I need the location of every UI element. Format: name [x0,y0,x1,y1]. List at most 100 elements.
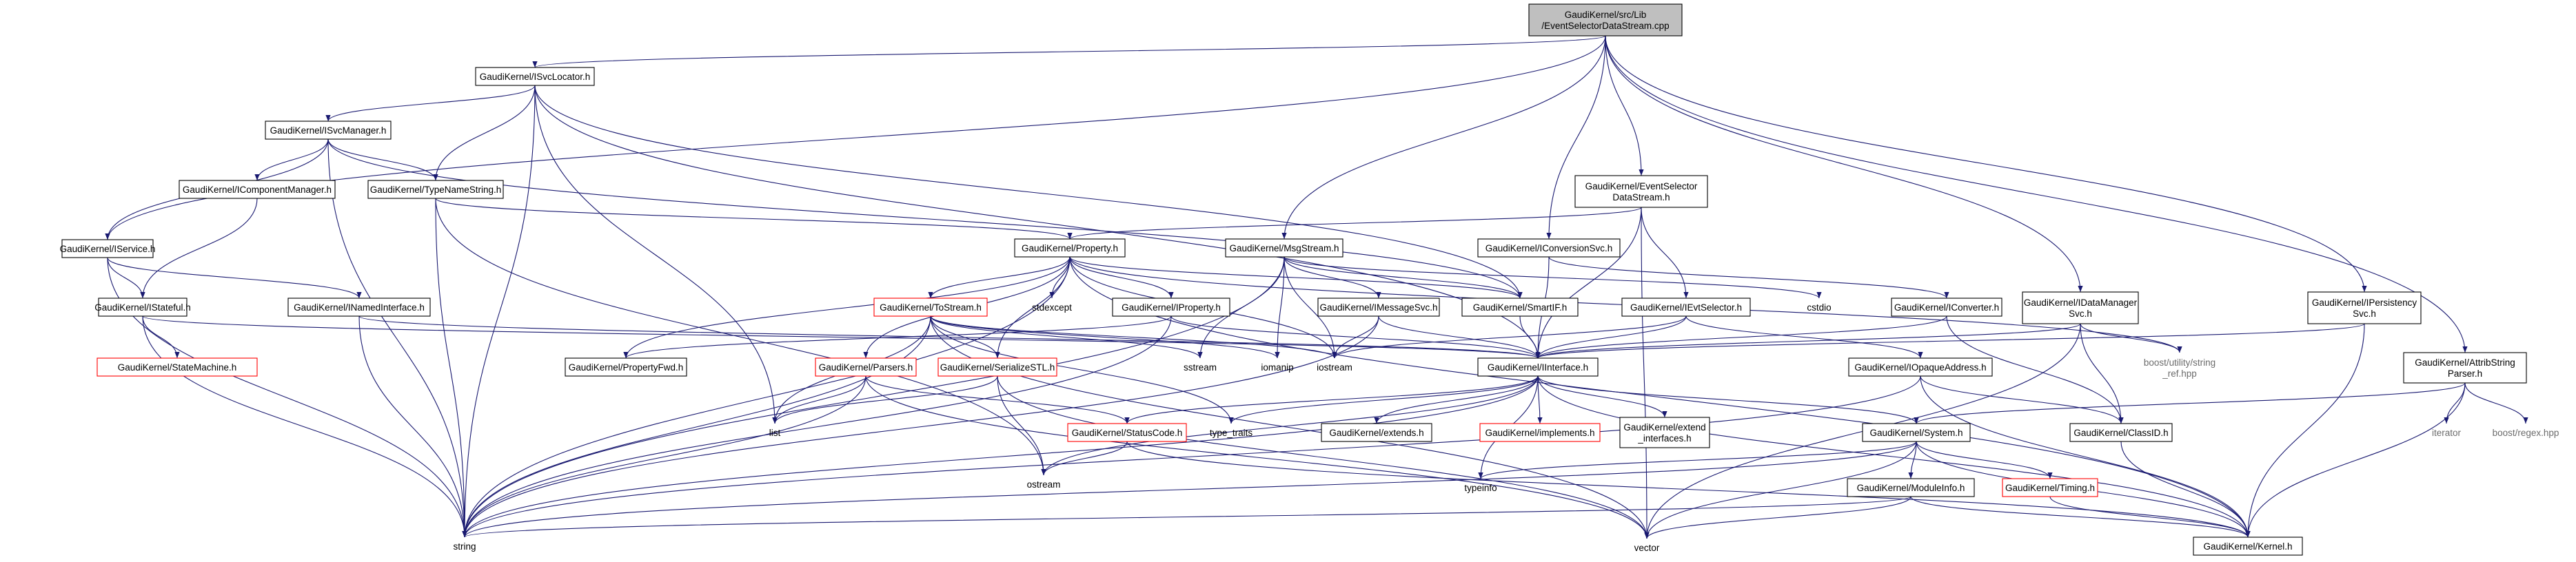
edge-property-to-string [462,256,1071,538]
edge-evselds-to-iinterface [1535,207,1642,359]
node-label: boost/utility/string [2144,357,2215,368]
node-ostream: ostream [1027,479,1061,490]
node-label: GaudiKernel/Kernel.h [2203,541,2292,552]
node-typename[interactable]: GaudiKernel/TypeNameString.h [367,180,504,199]
node-box [97,357,258,377]
node-label: GaudiKernel/IConversionSvc.h [1485,243,1613,253]
edge-root-to-evselds [1605,35,1644,176]
node-timing[interactable]: GaudiKernel/Timing.h [2002,478,2098,497]
edge-msgstream-to-cstdio [1284,256,1822,299]
node-box [2307,291,2422,324]
edge-system-to-timing [1916,441,2053,479]
node-isvcmanager[interactable]: GaudiKernel/ISvcManager.h [265,121,392,140]
node-iopaque[interactable]: GaudiKernel/IOpaqueAddress.h [1848,357,1993,377]
node-box [475,67,595,86]
node-label: vector [1634,543,1660,553]
node-parsers[interactable]: GaudiKernel/Parsers.h [815,357,917,377]
node-system[interactable]: GaudiKernel/System.h [1862,423,1971,442]
node-box [1847,478,1975,497]
edge-attribparser-to-boostregex [2464,382,2528,424]
edge-idatamgr-to-classid [2080,323,2124,424]
node-msgstream[interactable]: GaudiKernel/MsgStream.h [1225,238,1343,258]
edge-tostream-to-serializestl [930,315,1000,359]
edge-typename-to-ostream [435,198,1046,476]
edge-ievtselector-to-iinterface [1535,315,1687,359]
node-statuscode[interactable]: GaudiKernel/StatusCode.h [1067,423,1187,442]
node-iservice[interactable]: GaudiKernel/IService.h [60,239,156,258]
node-label: GaudiKernel/IEvtSelector.h [1630,302,1742,313]
node-stdexcept: stdexcept [1032,302,1072,313]
node-label: GaudiKernel/ToStream.h [880,302,982,313]
node-label: list [769,428,781,438]
node-iinterface[interactable]: GaudiKernel/IInterface.h [1477,357,1599,377]
node-evselds[interactable]: GaudiKernel/EventSelectorDataStream.h [1574,175,1708,208]
node-box [1479,423,1601,442]
node-moduleinfo[interactable]: GaudiKernel/ModuleInfo.h [1847,478,1975,497]
node-propertyfwd[interactable]: GaudiKernel/PropertyFwd.h [565,357,687,377]
node-smartif[interactable]: GaudiKernel/SmartIF.h [1461,298,1579,317]
edge-evselds-to-property [1067,207,1642,240]
edge-isvclocator-to-typename [433,85,536,181]
node-label: GaudiKernel/ClassID.h [2073,428,2168,438]
node-cstdio: cstdio [1807,302,1831,313]
edge-root-to-attribparser [1605,35,2468,353]
node-box [1112,298,1230,317]
node-isvclocator[interactable]: GaudiKernel/ISvcLocator.h [475,67,595,86]
node-extends[interactable]: GaudiKernel/extends.h [1321,423,1432,442]
edge-root-to-isvclocator [533,35,1606,68]
node-extendif[interactable]: GaudiKernel/extend_interfaces.h [1619,417,1710,448]
edge-tostream-to-iostream [930,315,1337,359]
node-label: _ref.hpp [2162,368,2197,379]
node-tostream[interactable]: GaudiKernel/ToStream.h [873,298,988,317]
node-serializestl[interactable]: GaudiKernel/SerializeSTL.h [937,357,1057,377]
node-imessagesvc[interactable]: GaudiKernel/IMessageSvc.h [1317,298,1440,317]
node-typetraits: type_traits [1210,428,1253,438]
node-iproperty[interactable]: GaudiKernel/IProperty.h [1112,298,1230,317]
node-iconverter[interactable]: GaudiKernel/IConverter.h [1891,298,2002,317]
edge-isvclocator-to-list [534,85,778,424]
node-ievtselector[interactable]: GaudiKernel/IEvtSelector.h [1621,298,1751,317]
edge-istateful-to-string [142,315,467,538]
edge-idatamgr-to-boostutil [2080,323,2182,353]
edge-istateful-to-iinterface [142,315,1540,359]
edge-classid-to-kernel [2120,441,2251,538]
node-statemachine[interactable]: GaudiKernel/StateMachine.h [97,357,258,377]
edge-isvclocator-to-string [462,85,536,538]
node-sstream: sstream [1184,362,1217,373]
edge-typename-to-property [435,198,1073,240]
node-box [1619,417,1710,448]
edge-root-to-idatamgr [1605,35,2083,293]
edge-isvclocator-to-smartif [534,85,1523,299]
node-label: GaudiKernel/StatusCode.h [1072,428,1183,438]
node-label: GaudiKernel/extends.h [1329,428,1423,438]
node-box [1528,3,1683,37]
edge-idatamgr-to-iinterface [1535,323,2081,359]
node-typeinfo: typeinfo [1464,483,1497,493]
edge-iinterface-to-kernel [1537,375,2251,538]
node-iconvsvc[interactable]: GaudiKernel/IConversionSvc.h [1477,238,1621,258]
node-kernel[interactable]: GaudiKernel/Kernel.h [2193,537,2303,556]
edge-property-to-iproperty [1069,256,1174,299]
node-box [1225,238,1343,258]
node-label: GaudiKernel/src/Lib [1565,10,1647,20]
node-box [937,357,1057,377]
node-label: _interfaces.h [1637,433,1691,444]
node-box [873,298,988,317]
node-implements[interactable]: GaudiKernel/implements.h [1479,423,1601,442]
node-box [1067,423,1187,442]
edge-parsers-to-statuscode [865,375,1130,424]
edge-moduleinfo-to-string [463,496,1911,538]
node-root[interactable]: GaudiKernel/src/Lib/EventSelectorDataStr… [1528,3,1683,37]
edge-iconvsvc-to-iconverter [1548,256,1949,299]
node-icompmgr[interactable]: GaudiKernel/IComponentManager.h [179,180,336,199]
node-property[interactable]: GaudiKernel/Property.h [1014,238,1126,258]
node-istateful[interactable]: GaudiKernel/IStateful.h [94,298,191,317]
node-inamed[interactable]: GaudiKernel/INamedInterface.h [287,298,431,317]
node-classid[interactable]: GaudiKernel/ClassID.h [2069,423,2173,442]
edge-system-to-string [462,441,1917,538]
node-label: GaudiKernel/IMessageSvc.h [1319,302,1437,313]
